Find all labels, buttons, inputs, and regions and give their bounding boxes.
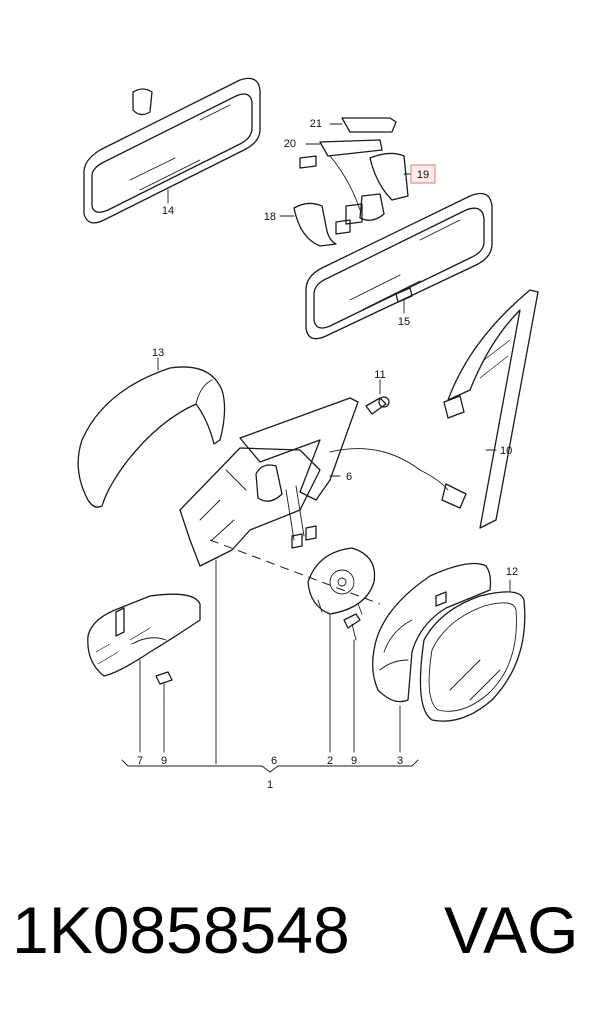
callout-18: 18 <box>264 211 276 223</box>
callout-15: 15 <box>398 316 410 328</box>
callout-7: 7 <box>137 755 143 767</box>
callout-9-left: 9 <box>161 755 167 767</box>
brand-name: VAG <box>444 893 579 967</box>
callout-1: 1 <box>267 779 273 791</box>
cover-part-18[interactable] <box>279 202 351 247</box>
mirror-cap-13[interactable] <box>77 357 226 508</box>
callout-6-lower: 6 <box>271 755 277 767</box>
callout-6-upper: 6 <box>346 471 352 483</box>
mirror-base-assembly-6[interactable] <box>179 397 467 567</box>
part-number: 1K0858548 <box>12 893 350 967</box>
rear-view-mirror-15[interactable] <box>305 192 493 340</box>
mirror-glass-12[interactable] <box>419 579 526 722</box>
screw-9-left[interactable] <box>155 671 173 701</box>
callout-10: 10 <box>500 445 512 457</box>
callout-13: 13 <box>152 347 164 359</box>
wiring-part-20[interactable] <box>299 139 383 211</box>
leader-lines <box>121 559 419 773</box>
mirror-motor-2[interactable] <box>307 547 376 615</box>
lower-cover-7[interactable] <box>87 593 201 677</box>
assembly-axis <box>209 539 381 605</box>
callout-19: 19 <box>417 169 429 181</box>
highlight-box-19 <box>410 164 436 184</box>
rear-view-mirror-14[interactable] <box>83 77 261 224</box>
callout-20: 20 <box>284 138 296 150</box>
screw-11[interactable] <box>365 379 390 415</box>
callout-12: 12 <box>506 566 518 578</box>
door-trim-10[interactable] <box>443 289 539 529</box>
screw-9-right[interactable] <box>343 613 361 641</box>
callout-3: 3 <box>397 755 403 767</box>
exploded-parts-diagram: 21 20 19 18 14 15 13 11 6 10 12 7 9 6 2 … <box>77 77 539 791</box>
callout-9-right: 9 <box>351 755 357 767</box>
callout-11: 11 <box>374 369 385 381</box>
cover-part-19[interactable] <box>345 152 414 225</box>
callout-14: 14 <box>162 205 174 217</box>
callout-2: 2 <box>327 755 333 767</box>
callout-21: 21 <box>310 118 322 130</box>
mirror-housing-3[interactable] <box>372 562 492 703</box>
cover-part-21[interactable] <box>329 117 397 133</box>
